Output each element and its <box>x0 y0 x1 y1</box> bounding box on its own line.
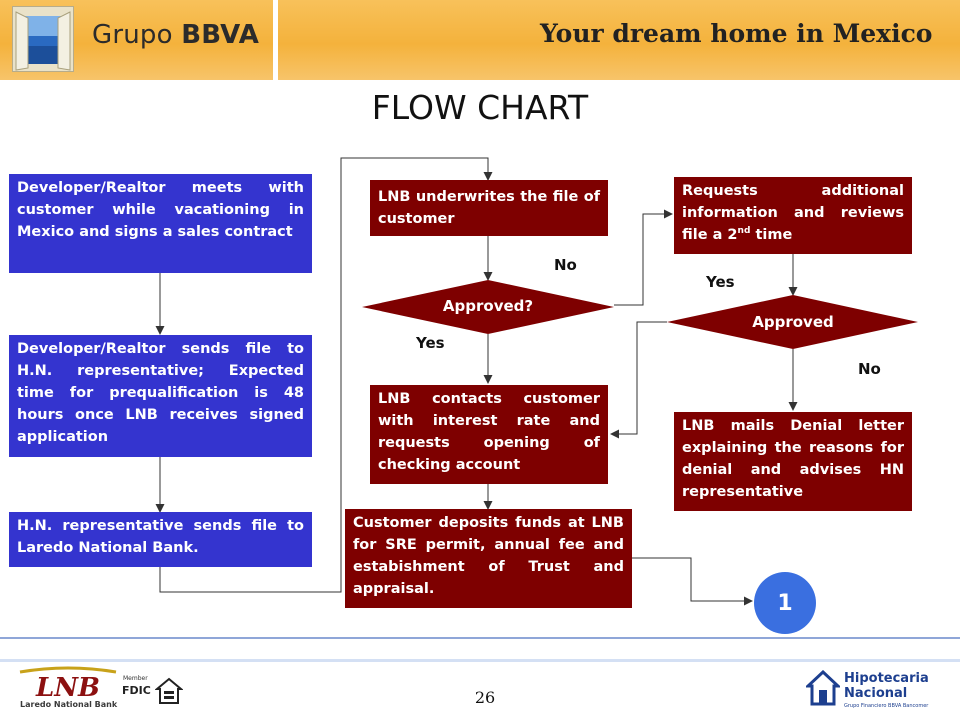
label-yes-1: Yes <box>416 334 445 352</box>
hipotecaria-subtitle: Grupo Financiero BBVA Bancomer <box>844 703 929 709</box>
window-logo-icon <box>12 6 74 72</box>
header-tagline: Your dream home in Mexico <box>540 19 933 48</box>
decision-approved-q-diamond <box>362 280 614 334</box>
page-number: 26 <box>474 688 496 707</box>
decision-approved-label: Approved <box>752 313 834 331</box>
arrow-deposits-to-circle <box>632 557 753 606</box>
step-requests-additional: Requests additional information and revi… <box>674 177 912 254</box>
step-customer-deposits: Customer deposits funds at LNB for SRE p… <box>345 509 632 608</box>
label-no-1: No <box>554 256 577 274</box>
equal-housing-icon <box>155 677 183 704</box>
arrow-hn-to-underwrites <box>159 157 493 593</box>
arrow-approved-to-contacts <box>610 321 667 439</box>
fdic-text: FDIC <box>122 684 151 697</box>
member-text: Member <box>123 675 148 682</box>
header-banner: Grupo BBVA Your dream home in Mexico <box>0 0 960 80</box>
footer-line <box>0 637 960 639</box>
svg-text:LNB: LNB <box>35 673 100 703</box>
footer-line-light <box>0 659 960 662</box>
step-lnb-mails: LNB mails Denial letter explaining the r… <box>674 412 912 511</box>
lnb-logo-icon: LNB <box>19 666 117 703</box>
lnb-name: Laredo National Bank <box>20 700 118 709</box>
connector-circle: 1 <box>754 572 816 634</box>
label-no-2: No <box>858 360 881 378</box>
decision-approved-diamond <box>667 295 918 349</box>
step-developer-meets: Developer/Realtor meets with customer wh… <box>9 174 312 273</box>
step-hn-sends: H.N. representative sends file to Laredo… <box>9 512 312 567</box>
arrow-decision-to-requests <box>614 209 673 306</box>
header-divider <box>273 0 278 80</box>
page-title: FLOW CHART <box>371 88 589 127</box>
step-lnb-underwrites: LNB underwrites the file of customer <box>370 180 608 236</box>
brand-title: Grupo BBVA <box>92 20 260 50</box>
step-developer-sends: Developer/Realtor sends file to H.N. rep… <box>9 335 312 457</box>
hipotecaria-house-icon <box>806 670 840 706</box>
step-lnb-contacts: LNB contacts customer with interest rate… <box>370 385 608 484</box>
label-yes-2: Yes <box>706 273 735 291</box>
decision-approved-q-label: Approved? <box>442 297 534 315</box>
hipotecaria-nacional-text: Hipotecaria Nacional <box>844 671 929 701</box>
